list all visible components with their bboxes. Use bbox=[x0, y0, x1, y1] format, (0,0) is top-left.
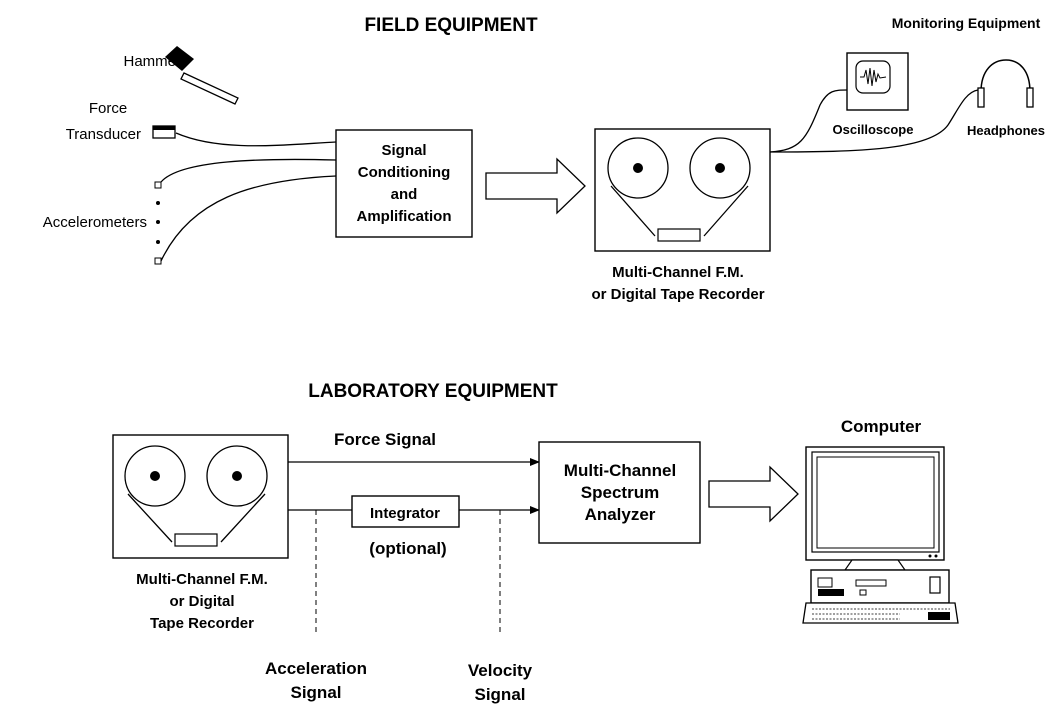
flow-arrow-icon bbox=[708, 465, 799, 523]
hammer-icon bbox=[165, 46, 239, 105]
field-recorder-caption: Multi-Channel F.M. bbox=[612, 264, 744, 281]
oscilloscope-icon bbox=[846, 52, 909, 111]
accelerometer-dot bbox=[156, 220, 160, 224]
spectrum-analyzer-box bbox=[538, 441, 701, 544]
force-signal-label: Force Signal bbox=[334, 430, 436, 449]
field-recorder-caption: or Digital Tape Recorder bbox=[591, 286, 764, 303]
signal-conditioning-line: and bbox=[391, 186, 418, 203]
analyzer-line: Multi-Channel bbox=[564, 461, 676, 480]
transducer-label: Transducer bbox=[66, 126, 141, 143]
accelerometer-icon bbox=[154, 181, 162, 189]
velocity-signal-label: Signal bbox=[474, 685, 525, 704]
accelerometer-icon bbox=[154, 257, 162, 265]
computer-label: Computer bbox=[841, 417, 922, 436]
cable-accel-2 bbox=[160, 175, 337, 262]
cable-accel-1 bbox=[160, 158, 337, 183]
monitoring-title: Monitoring Equipment bbox=[892, 15, 1041, 31]
integrator-box bbox=[351, 495, 460, 528]
lab-tape-recorder-icon bbox=[112, 434, 289, 559]
integrator-label: Integrator bbox=[370, 505, 440, 522]
accelerometers-label: Accelerometers bbox=[43, 214, 147, 231]
flow-arrow-icon bbox=[485, 157, 586, 215]
lab-recorder-caption: Multi-Channel F.M. bbox=[136, 571, 268, 588]
field-title: FIELD EQUIPMENT bbox=[364, 15, 538, 36]
field-tape-recorder-icon bbox=[594, 128, 771, 252]
lab-recorder-caption: or Digital bbox=[169, 593, 234, 610]
headphones-icon bbox=[977, 59, 1034, 108]
signal-conditioning-line: Signal bbox=[381, 142, 426, 159]
accelerometer-dot bbox=[156, 240, 160, 244]
cable-force bbox=[175, 132, 337, 147]
lab-title: LABORATORY EQUIPMENT bbox=[308, 381, 558, 402]
lab-recorder-caption: Tape Recorder bbox=[150, 615, 254, 632]
headphones-label: Headphones bbox=[967, 123, 1045, 138]
oscilloscope-label: Oscilloscope bbox=[833, 122, 914, 137]
signal-conditioning-line: Conditioning bbox=[358, 164, 450, 181]
signal-conditioning-line: Amplification bbox=[356, 208, 451, 225]
cable-to-headphones bbox=[769, 89, 979, 153]
acceleration-signal-label: Acceleration bbox=[265, 659, 367, 678]
accelerometer-dot bbox=[156, 201, 160, 205]
analyzer-line: Analyzer bbox=[585, 505, 656, 524]
computer-icon bbox=[802, 446, 959, 624]
analyzer-line: Spectrum bbox=[581, 483, 659, 502]
force-label: Force bbox=[89, 100, 127, 117]
force-transducer-icon bbox=[152, 125, 176, 139]
cable-to-oscilloscope bbox=[769, 89, 848, 153]
signal-conditioning-box bbox=[335, 129, 473, 238]
optional-label: (optional) bbox=[369, 539, 446, 558]
acceleration-signal-label: Signal bbox=[290, 683, 341, 702]
velocity-signal-label: Velocity bbox=[468, 661, 533, 680]
